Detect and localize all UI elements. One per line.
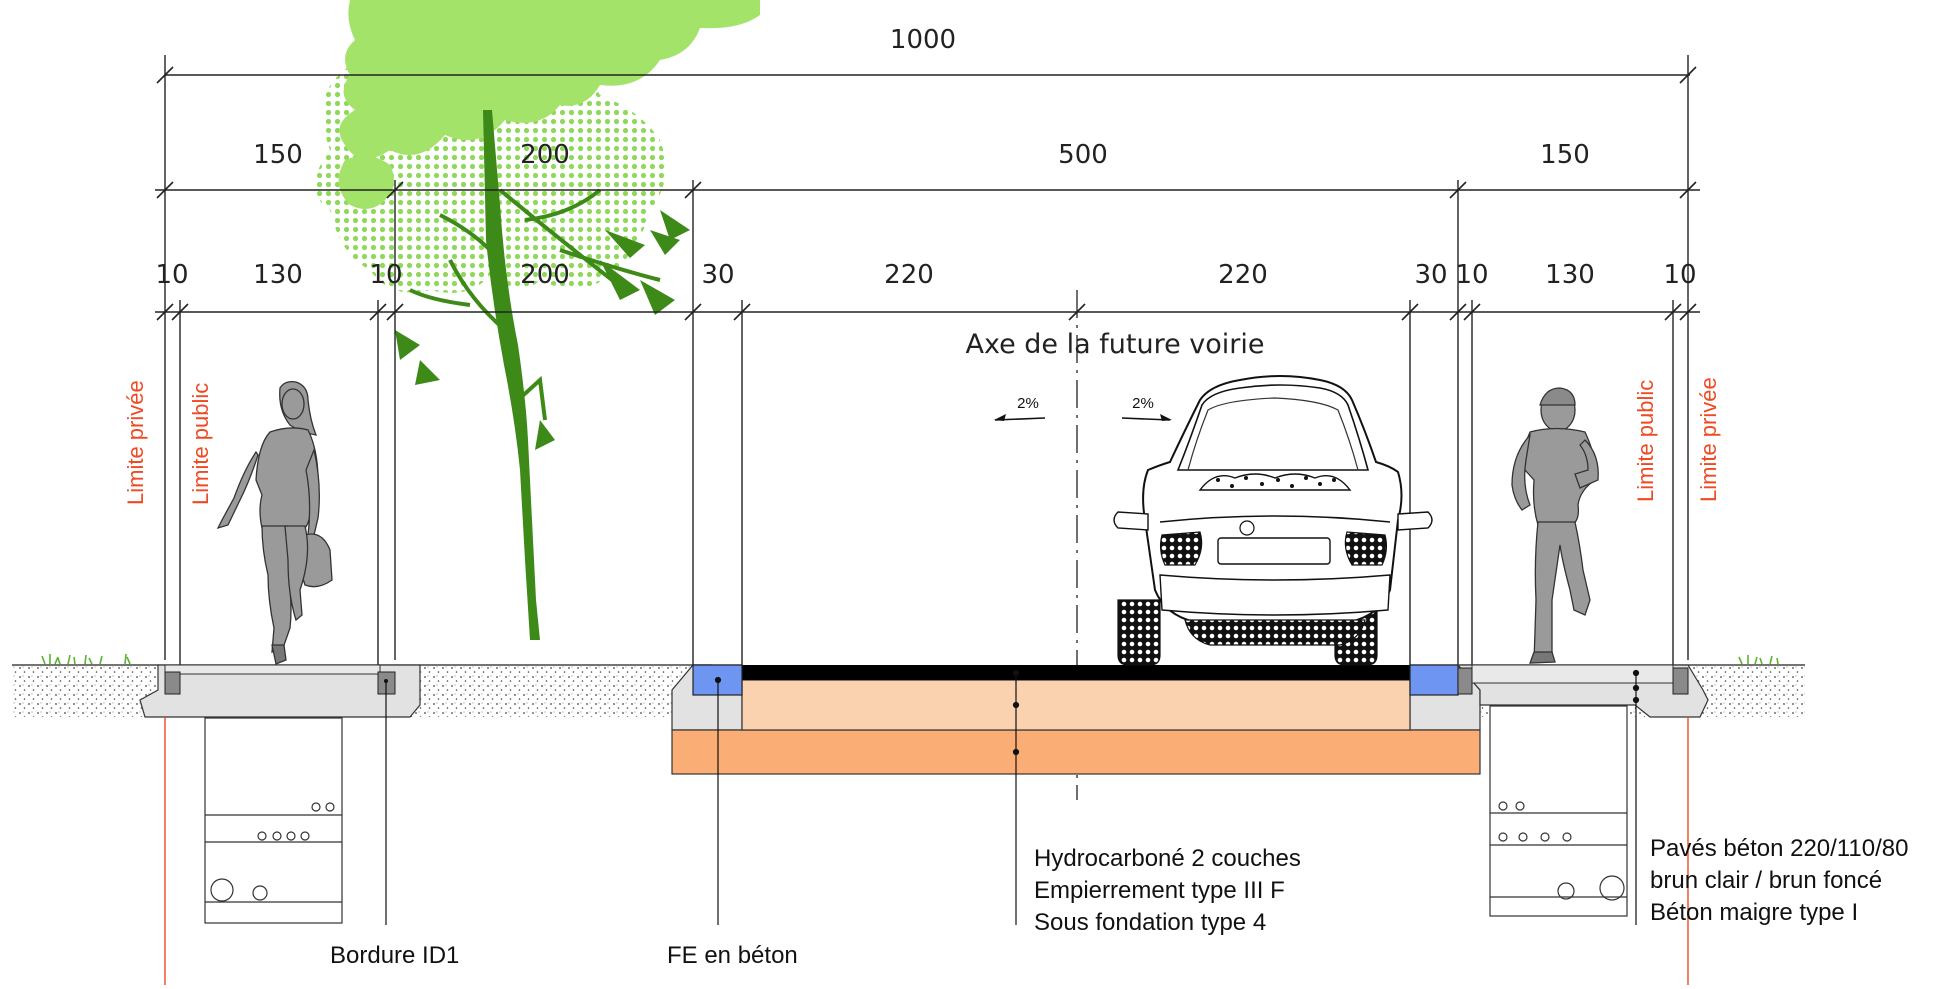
dim-part-1: 10 xyxy=(155,260,188,290)
dim-part-4: 200 xyxy=(520,260,570,290)
car-taillight-left xyxy=(1159,531,1203,566)
man-arm-left xyxy=(1511,432,1531,511)
layer-hydrocarbone xyxy=(742,665,1410,680)
layer-empierrement xyxy=(741,679,1411,731)
sidewalk-left-base xyxy=(139,664,421,718)
slope-left-label: 2% xyxy=(1017,395,1039,412)
dim-sidewalk-right: 150 xyxy=(1540,140,1590,170)
tree-trunk xyxy=(483,110,540,640)
dim-part-5: 30 xyxy=(701,260,734,290)
utility-chamber-right xyxy=(1489,705,1628,917)
dim-planting: 200 xyxy=(520,140,570,170)
car-mirror-right xyxy=(1397,511,1433,531)
dim-part-2: 130 xyxy=(253,260,303,290)
dim-part-7: 220 xyxy=(1218,260,1268,290)
limit-private-left: Limite privée xyxy=(123,380,148,505)
sidewalk-left-paving xyxy=(164,664,381,675)
dim-total: 1000 xyxy=(890,25,956,55)
dim-part-6: 220 xyxy=(884,260,934,290)
car-headrests xyxy=(1198,473,1352,491)
curb-left-outer xyxy=(164,671,181,695)
car-taillight-right xyxy=(1344,531,1388,566)
road-structure xyxy=(671,664,1481,775)
limit-public-right: Limite public xyxy=(1633,380,1658,502)
dim-sidewalk-left: 150 xyxy=(253,140,303,170)
woman-arm-left xyxy=(216,450,259,530)
sidewalk-right xyxy=(1456,664,1709,718)
woman-shoe xyxy=(271,644,287,665)
curb-right-inner xyxy=(1457,667,1473,695)
car-license-plate xyxy=(1217,537,1331,565)
dim-part-9: 10 xyxy=(1455,260,1488,290)
car-trunk-line xyxy=(1159,515,1391,523)
man-shoe xyxy=(1529,651,1556,664)
layer-sous-fondation xyxy=(671,729,1481,775)
woman-leg-right xyxy=(284,525,309,622)
man-arm-right xyxy=(1574,439,1599,489)
sidewalk-right-paving xyxy=(1471,664,1674,684)
car-rear-view xyxy=(1113,375,1433,666)
callout-road-layer-1: Hydrocarboné 2 couches xyxy=(1034,845,1301,872)
dim-roadway: 500 xyxy=(1058,140,1108,170)
car-mirror-left xyxy=(1113,511,1149,531)
dim-part-11: 10 xyxy=(1663,260,1696,290)
callout-leaders xyxy=(385,669,1640,925)
dim-part-8: 30 xyxy=(1414,260,1447,290)
car-logo xyxy=(1239,520,1255,536)
tree xyxy=(315,0,760,640)
callout-sidewalk-layer-3: Béton maigre type I xyxy=(1650,899,1858,926)
utility-chamber-left xyxy=(204,717,343,924)
grass-tufts-right xyxy=(1738,655,1779,665)
pedestrian-woman xyxy=(216,380,333,665)
callout-sidewalk-layer-2: brun clair / brun foncé xyxy=(1650,867,1882,894)
pedestrian-man xyxy=(1511,387,1599,664)
car-window-inner xyxy=(1187,397,1359,471)
dim-part-3: 10 xyxy=(369,260,402,290)
slope-arrow-left: 2% xyxy=(994,395,1046,421)
callout-road-layer-3: Sous fondation type 4 xyxy=(1034,909,1266,936)
woman-head xyxy=(281,388,305,420)
man-torso xyxy=(1523,427,1597,526)
car-headrest-dots xyxy=(1216,476,1336,488)
slope-right-label: 2% xyxy=(1132,395,1154,412)
grass-tufts-left xyxy=(41,653,131,665)
curb-right-outer xyxy=(1672,667,1689,695)
tree-canopy xyxy=(339,0,760,159)
car-tire-left xyxy=(1117,599,1161,666)
tree-branch-right xyxy=(498,188,661,421)
dimension-lines xyxy=(155,55,1700,665)
callout-bordure: Bordure ID1 xyxy=(330,942,459,969)
callout-road-layer-2: Empierrement type III F xyxy=(1034,877,1285,904)
limit-lines xyxy=(164,717,1689,985)
man-cap xyxy=(1539,387,1576,406)
callout-fe-beton: FE en béton xyxy=(667,942,798,969)
limit-private-right: Limite privée xyxy=(1696,377,1721,502)
tree-branch-left xyxy=(409,213,507,332)
dim-part-10: 130 xyxy=(1545,260,1595,290)
car-rear-window xyxy=(1176,384,1370,471)
tree-leaf-cluster xyxy=(338,156,394,209)
sidewalk-left xyxy=(139,664,421,718)
limit-public-left: Limite public xyxy=(188,383,213,505)
car-grille xyxy=(1184,619,1366,646)
car-bumper xyxy=(1159,574,1391,616)
tree-leaves-dark xyxy=(395,210,690,450)
slope-arrow-right: 2% xyxy=(1121,395,1172,421)
man-legs xyxy=(1533,521,1591,663)
fe-beton-right xyxy=(1409,664,1459,696)
axis-label: Axe de la future voirie xyxy=(965,329,1264,360)
callout-sidewalk-layer-1: Pavés béton 220/110/80 xyxy=(1650,835,1908,862)
